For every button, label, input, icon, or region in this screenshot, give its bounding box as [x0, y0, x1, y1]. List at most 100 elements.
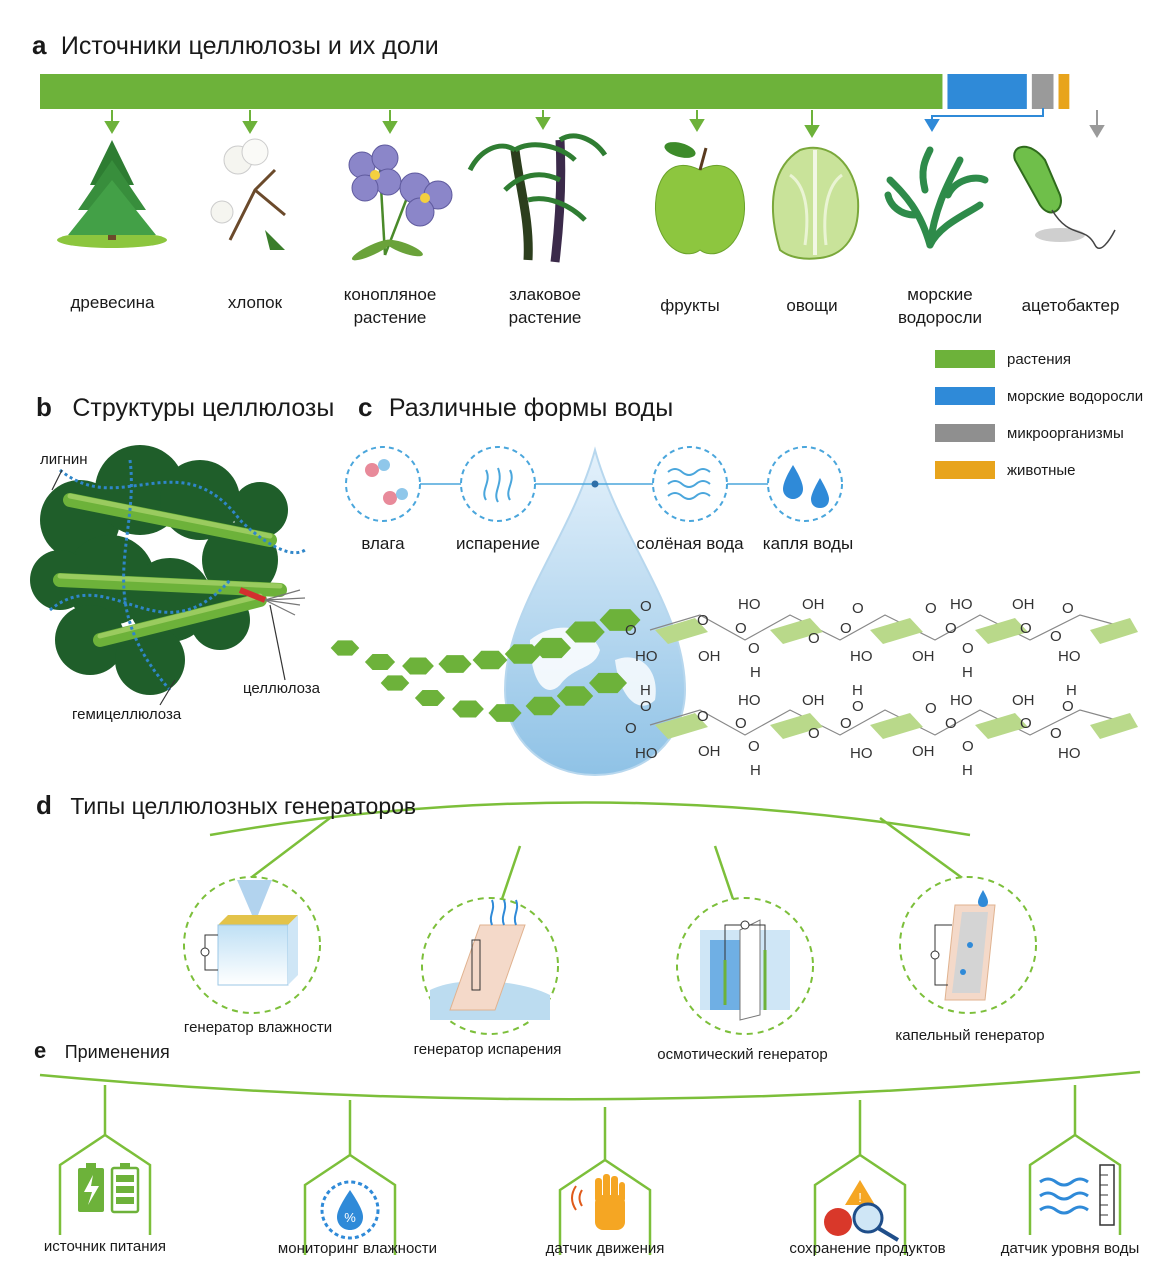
svg-text:%: %	[344, 1210, 356, 1225]
water-form-label-salt-water: солёная вода	[636, 534, 744, 553]
legend-label: животные	[1007, 461, 1076, 479]
chem-group-ho: HO	[738, 692, 761, 709]
legend-swatch	[935, 461, 995, 479]
glucose-hexagon	[599, 609, 641, 631]
application-label-food: сохранение продуктов	[789, 1240, 946, 1257]
panel-e-title: Применения	[64, 1042, 170, 1062]
panel-d-heading: d Типы целлюлозных генераторов	[36, 790, 416, 821]
chem-group-o: O	[1020, 620, 1032, 637]
panel-c-heading: c Различные формы воды	[358, 392, 673, 423]
motion-hand-icon	[571, 1174, 625, 1230]
generator-label-osmotic: осмотический генератор	[657, 1046, 828, 1063]
chem-group-oh: OH	[912, 648, 935, 665]
chem-group-h: H	[962, 664, 973, 681]
chem-group-oh: OH	[912, 743, 935, 760]
glucose-hexagon	[472, 650, 508, 670]
chem-group-o: O	[962, 640, 974, 657]
legend-swatch	[935, 424, 995, 442]
panel-e-heading: e Применения	[34, 1038, 170, 1064]
glucose-hexagon	[565, 621, 605, 643]
chem-group-o: O	[962, 738, 974, 755]
source-label-vegetables: овощи	[786, 296, 838, 315]
chem-group-h: H	[640, 682, 651, 699]
evaporation-icon	[483, 467, 513, 503]
chem-group-o: O	[945, 715, 957, 732]
connector-node	[591, 480, 599, 488]
legend-item-microorganisms: микроорганизмы	[935, 424, 1124, 442]
applications-branch-lines	[39, 1070, 1141, 1160]
source-label-cotton: хлопок	[227, 293, 283, 312]
glucose-hexagon	[414, 690, 446, 706]
flax-flower-icon	[348, 144, 453, 261]
glucose-hexagon-chain	[330, 609, 641, 722]
chem-group-oh: OH	[1012, 596, 1035, 613]
panel-d-title: Типы целлюлозных генераторов	[70, 793, 417, 819]
legend-label: растения	[1007, 350, 1072, 368]
cellulose-share-bar	[40, 74, 1070, 109]
chem-group-o: O	[640, 598, 652, 615]
chem-group-ho: HO	[850, 648, 873, 665]
label-hemicellulose: гемицеллюлоза	[72, 706, 182, 723]
cabbage-icon	[772, 146, 860, 260]
generator-circles	[183, 876, 1037, 1035]
generator-label-humidity: генератор влажности	[183, 1019, 333, 1036]
cellulose-structure-illustration	[30, 445, 306, 706]
panel-a-heading: a Источники целлюлозы и их доли	[32, 30, 439, 61]
panel-b-letter: b	[36, 392, 52, 422]
legend-swatch	[935, 387, 995, 405]
glucose-hexagon	[488, 704, 522, 722]
chem-group-o: O	[735, 620, 747, 637]
chem-group-o: O	[748, 640, 760, 657]
label-cellulose: целлюлоза	[243, 680, 321, 697]
chem-group-o: O	[1062, 600, 1074, 617]
application-label-water-level: датчик уровня воды	[1000, 1240, 1140, 1257]
label-lignin: лигнин	[40, 451, 88, 468]
evaporation-generator-icon	[430, 899, 550, 1020]
legend-item-plants: растения	[935, 350, 1071, 368]
chem-group-h: H	[962, 762, 973, 779]
chem-group-ho: HO	[950, 692, 973, 709]
cellulose-molecular-chains	[649, 614, 1136, 736]
cereal-plant-icon	[467, 133, 608, 263]
glucose-hexagon	[525, 696, 561, 716]
share-segment-0	[40, 74, 943, 109]
glucose-hexagon	[364, 654, 396, 670]
cotton-icon	[210, 138, 286, 250]
glucose-hexagon	[380, 675, 410, 691]
seaweed-icon	[884, 146, 989, 249]
share-segment-1	[947, 74, 1027, 109]
chem-group-oh: OH	[802, 692, 825, 709]
chem-group-ho: HO	[950, 596, 973, 613]
legend-swatch	[935, 350, 995, 368]
glucose-hexagon	[452, 700, 484, 718]
chem-group-o: O	[852, 600, 864, 617]
chem-group-oh: OH	[698, 743, 721, 760]
panel-b-heading: b Структуры целлюлозы	[36, 392, 334, 423]
glucose-hexagon	[438, 655, 472, 673]
chem-group-o: O	[640, 698, 652, 715]
chem-group-o: O	[925, 600, 937, 617]
legend-item-seaweed: морские водоросли	[935, 387, 1143, 405]
share-segment-2	[1031, 74, 1054, 109]
source-arrows	[104, 110, 820, 138]
panel-e-letter: e	[34, 1038, 47, 1063]
chem-group-ho: HO	[1058, 648, 1081, 665]
water-form-label-moisture: влага	[361, 534, 405, 553]
chem-group-o: O	[852, 698, 864, 715]
chem-group-ho: HO	[850, 745, 873, 762]
generator-label-evaporation: генератор испарения	[413, 1041, 562, 1058]
application-label-humidity: мониторинг влажности	[277, 1240, 438, 1257]
chem-group-ho: HO	[1058, 745, 1081, 762]
legend-label: морские водоросли	[1007, 387, 1144, 405]
svg-text:!: !	[858, 1190, 862, 1205]
chem-group-o: O	[1050, 725, 1062, 742]
droplet-generator-icon	[930, 890, 996, 1001]
water-drop-icon	[783, 465, 829, 508]
panel-a-letter: a	[32, 30, 47, 60]
source-label-acetobacter: ацетобактер	[1021, 296, 1120, 315]
humidity-generator-icon	[200, 880, 298, 986]
chem-group-o: O	[925, 700, 937, 717]
